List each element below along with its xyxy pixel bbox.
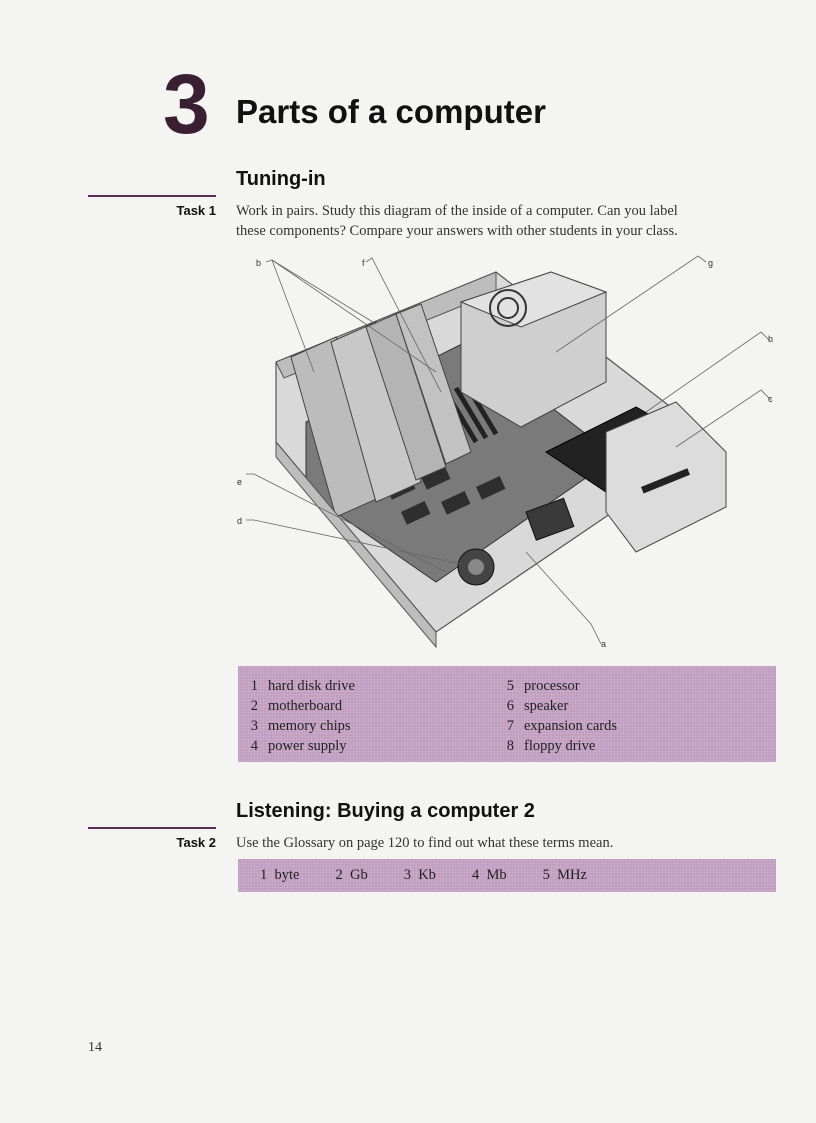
list-item: 2 motherboard <box>238 696 468 716</box>
component-name: speaker <box>524 698 569 714</box>
list-item: 4 power supply <box>238 736 468 756</box>
list-item: 3 Kb <box>404 867 436 884</box>
list-item: 1 byte <box>260 867 299 884</box>
component-number: 5 <box>506 678 514 694</box>
diagram-label-c: c <box>768 394 773 404</box>
section-heading-tuning-in: Tuning-in <box>236 168 326 190</box>
component-number: 2 <box>250 698 258 714</box>
diagram-label-a: a <box>601 639 606 649</box>
terms-box: 1 byte 2 Gb 3 Kb 4 Mb 5 MHz <box>238 859 776 892</box>
term-number: 3 <box>403 867 411 883</box>
component-number: 3 <box>250 718 258 734</box>
component-name: hard disk drive <box>268 678 355 694</box>
component-name: motherboard <box>268 698 343 714</box>
component-name: expansion cards <box>524 718 618 734</box>
components-column-right: 5 processor 6 speaker 7 expansion cards 8 fl… <box>494 676 724 756</box>
memory-chips-shape <box>386 466 506 525</box>
section-heading-listening: Listening: Buying a computer 2 <box>236 800 535 822</box>
task2-rule <box>88 827 216 829</box>
task1-label: Task 1 <box>176 203 216 218</box>
diagram-label-b: b <box>256 258 261 268</box>
list-item: 5 processor <box>494 676 724 696</box>
list-item: 3 memory chips <box>238 716 468 736</box>
diagram-label-e: e <box>237 477 242 487</box>
component-number: 6 <box>506 698 514 714</box>
fan-grille-shape <box>489 289 527 327</box>
component-number: 7 <box>506 718 514 734</box>
component-name: floppy drive <box>524 738 596 754</box>
task2-instructions: Use the Glossary on page 120 to find out… <box>236 835 614 851</box>
computer-illustration: b f g h c e d a <box>237 255 773 649</box>
term-name: Kb <box>418 867 436 883</box>
term-number: 5 <box>542 867 550 883</box>
task2-label: Task 2 <box>176 835 216 850</box>
chapter-title: Parts of a computer <box>236 93 546 130</box>
task1-instructions-line2: these components? Compare your answers w… <box>236 223 678 239</box>
list-item: 5 MHz <box>543 867 587 884</box>
floppy-drive-shape <box>641 468 690 494</box>
list-item: 6 speaker <box>494 696 724 716</box>
list-item: 4 Mb <box>472 867 507 884</box>
component-number: 8 <box>506 738 514 754</box>
components-box: 1 hard disk drive 2 motherboard 3 memory ch… <box>238 666 776 762</box>
task1-instructions-line1: Work in pairs. Study this diagram of the… <box>236 203 678 219</box>
diagram-label-g: g <box>708 258 713 268</box>
terms-row: 1 byte 2 Gb 3 Kb 4 Mb 5 MHz <box>260 867 623 884</box>
diagram-label-h: h <box>768 334 773 344</box>
task1-rule <box>88 195 216 197</box>
term-name: byte <box>274 867 300 883</box>
term-number: 2 <box>335 867 343 883</box>
page-number: 14 <box>88 1040 102 1055</box>
term-name: Gb <box>349 867 368 883</box>
list-item: 2 Gb <box>335 867 367 884</box>
expansion-cards-shape <box>290 303 472 518</box>
component-name: processor <box>524 678 580 694</box>
term-number: 4 <box>471 867 480 883</box>
component-number: 4 <box>250 738 258 754</box>
list-item: 7 expansion cards <box>494 716 724 736</box>
leader-lines <box>246 255 772 645</box>
diagram-label-f: f <box>362 258 365 268</box>
components-column-left: 1 hard disk drive 2 motherboard 3 memory ch… <box>238 676 468 756</box>
term-name: Mb <box>486 867 507 883</box>
term-number: 1 <box>260 867 268 883</box>
term-name: MHz <box>557 867 587 883</box>
component-number: 1 <box>250 678 258 694</box>
chapter-number: 3 <box>163 57 210 151</box>
component-name: memory chips <box>268 718 351 734</box>
component-name: power supply <box>268 738 347 754</box>
computer-diagram: b f g h c e d a <box>236 252 782 652</box>
task1-instructions: Work in pairs. Study this diagram of the… <box>236 201 776 241</box>
diagram-label-d: d <box>237 516 242 526</box>
processor-shape <box>525 497 575 541</box>
case-front-edge <box>275 440 437 649</box>
list-item: 1 hard disk drive <box>238 676 468 696</box>
list-item: 8 floppy drive <box>494 736 724 756</box>
